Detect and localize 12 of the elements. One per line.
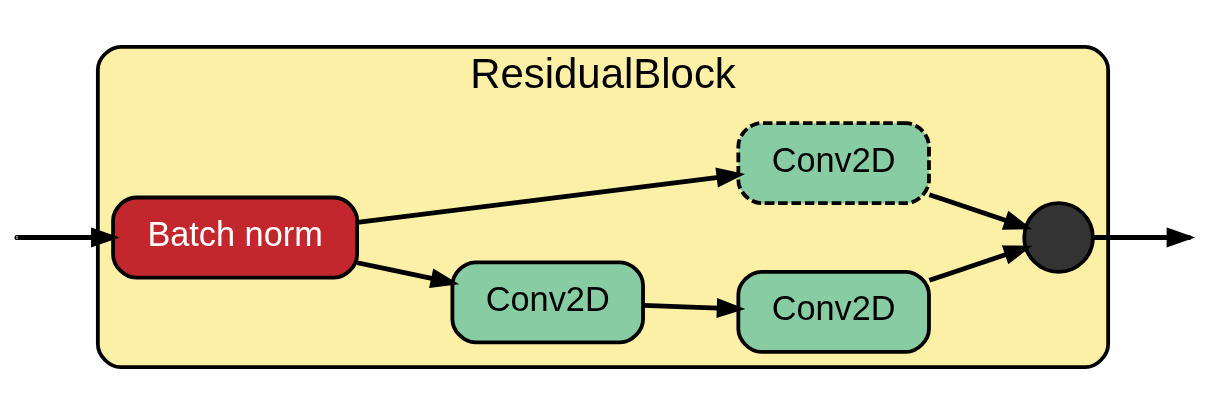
arrow <box>928 244 1033 283</box>
arrow <box>1093 226 1196 248</box>
arrow <box>928 191 1033 230</box>
node-box: Conv2D <box>736 269 931 354</box>
arrow <box>357 167 746 225</box>
node-circle <box>1022 200 1095 274</box>
arrow <box>17 226 120 248</box>
arrow <box>356 259 460 288</box>
node-box: Conv2D <box>450 259 645 344</box>
arrow <box>643 297 746 318</box>
node-box: Batch norm <box>111 195 359 279</box>
node-box: Conv2D <box>736 120 931 205</box>
